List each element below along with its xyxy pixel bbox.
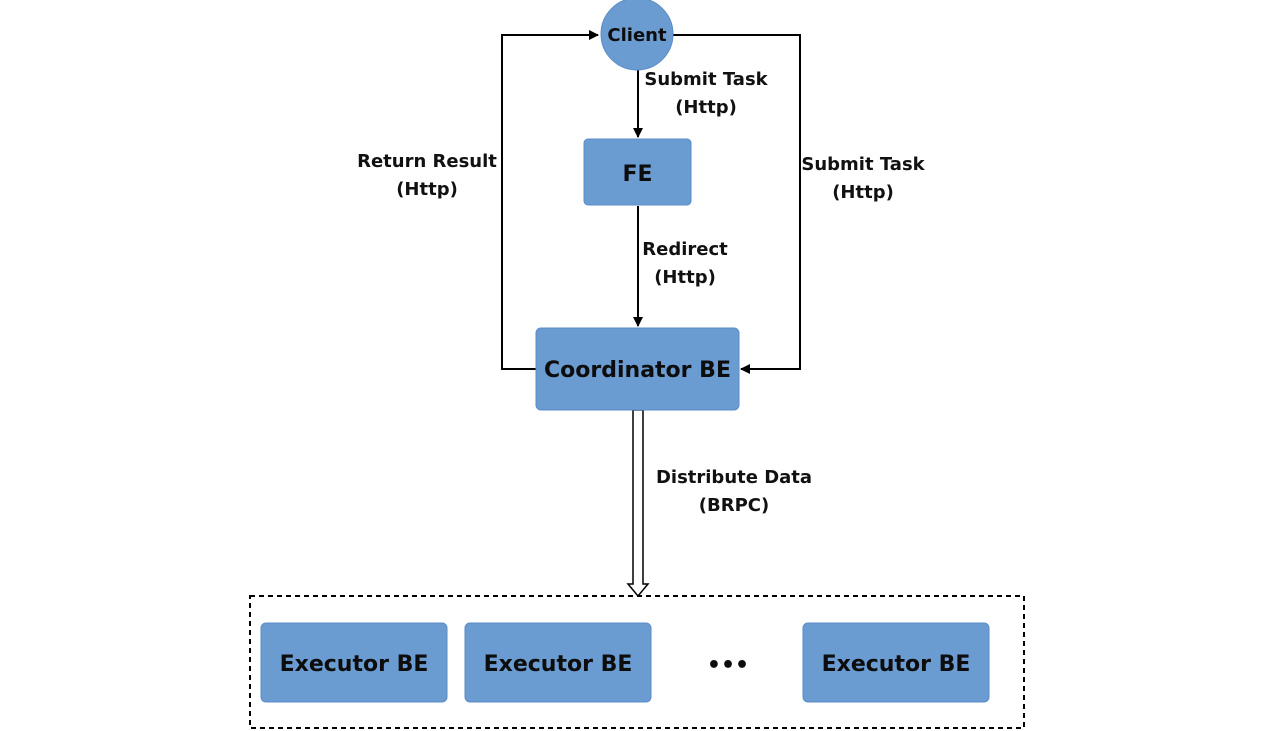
submit-task-direct-edge <box>672 34 801 374</box>
executor-label: Executor BE <box>280 652 429 677</box>
distribute-data-arrow <box>626 409 650 598</box>
svg-text:Return Result: Return Result <box>357 151 497 172</box>
return-result-edge <box>501 30 599 370</box>
svg-text:(Http): (Http) <box>675 97 737 118</box>
executor-node: Executor BE <box>802 622 990 703</box>
submit-task-fe-label: Submit Task (Http) <box>644 69 768 118</box>
svg-text:(Http): (Http) <box>654 267 716 288</box>
fe-label: FE <box>622 162 652 187</box>
svg-text:(BRPC): (BRPC) <box>699 495 769 516</box>
ellipsis-indicator: ••• <box>707 653 749 678</box>
svg-text:Redirect: Redirect <box>642 239 728 260</box>
coordinator-label: Coordinator BE <box>544 358 731 383</box>
svg-text:(Http): (Http) <box>832 182 894 203</box>
executor-node: Executor BE <box>464 622 652 703</box>
executor-label: Executor BE <box>822 652 971 677</box>
svg-text:Distribute Data: Distribute Data <box>656 467 812 488</box>
svg-text:(Http): (Http) <box>396 179 458 200</box>
client-label: Client <box>607 25 667 46</box>
fe-node: FE <box>583 138 692 206</box>
svg-text:Submit Task: Submit Task <box>644 69 768 90</box>
executor-label: Executor BE <box>484 652 633 677</box>
coordinator-node: Coordinator BE <box>535 327 740 411</box>
submit-task-direct-label: Submit Task (Http) <box>801 154 925 203</box>
client-node: Client <box>600 0 674 71</box>
executor-group-boundary <box>249 595 1025 729</box>
return-result-label: Return Result (Http) <box>357 151 497 200</box>
svg-text:Submit Task: Submit Task <box>801 154 925 175</box>
distribute-data-label: Distribute Data (BRPC) <box>656 467 812 516</box>
redirect-label: Redirect (Http) <box>642 239 728 288</box>
executor-node: Executor BE <box>260 622 448 703</box>
